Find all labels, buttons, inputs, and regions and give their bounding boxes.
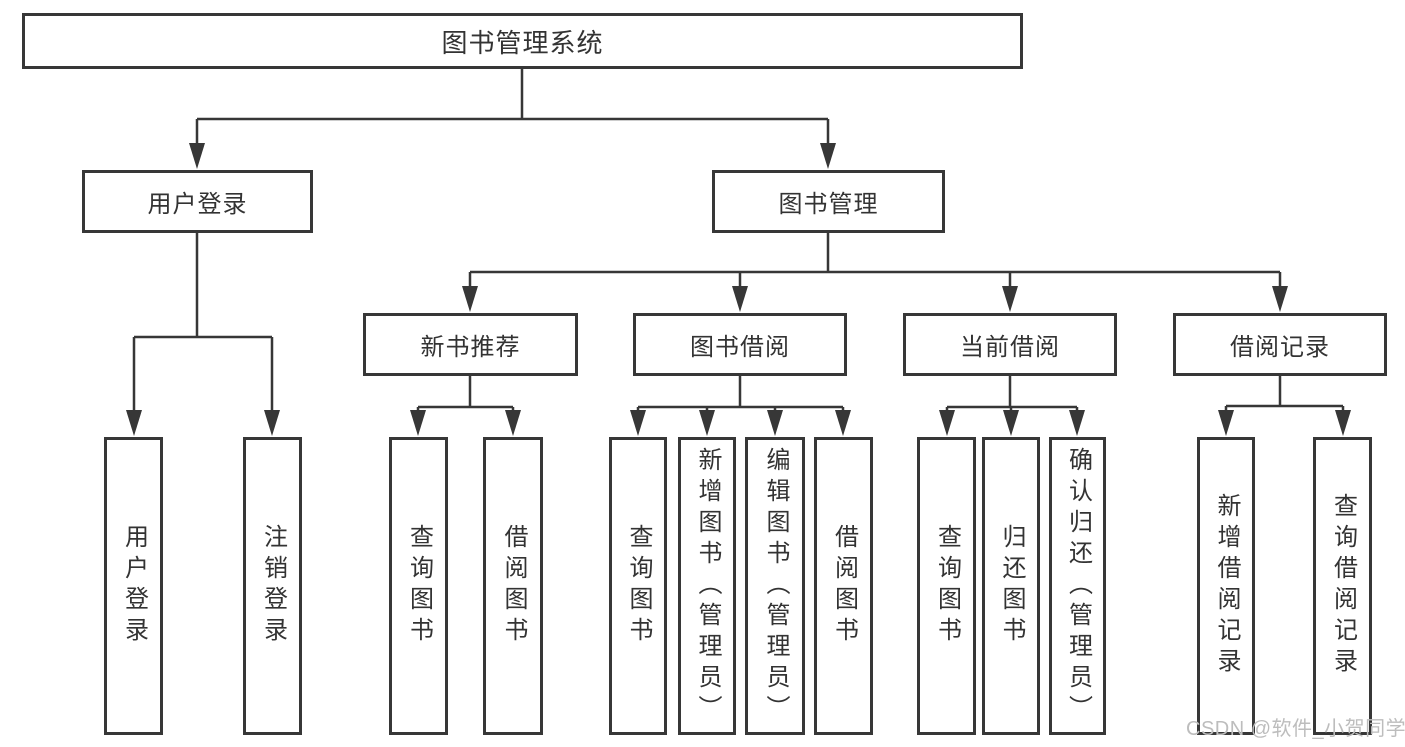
arrowhead: [1003, 410, 1019, 436]
arrowheads: [126, 143, 1351, 436]
arrowhead: [1218, 410, 1234, 436]
arrowhead: [189, 143, 205, 169]
node-book-borrowing: 图书借阅: [633, 313, 847, 376]
arrowhead: [126, 410, 142, 436]
arrowhead: [264, 410, 280, 436]
leaf-query-books-borrowing: 查询图书: [609, 437, 667, 735]
leaf-add-book-admin: 新增图书（管理员）: [678, 437, 736, 735]
leaf-borrow-books-recommend: 借阅图书: [483, 437, 543, 735]
arrowhead: [939, 410, 955, 436]
arrowhead: [835, 410, 851, 436]
arrowhead: [410, 410, 426, 436]
node-library-management-system: 图书管理系统: [22, 13, 1023, 69]
arrowhead: [630, 410, 646, 436]
leaf-add-borrow-record: 新增借阅记录: [1197, 437, 1255, 735]
arrowhead: [1272, 286, 1288, 312]
leaf-user-login: 用户登录: [104, 437, 163, 735]
leaf-edit-book-admin: 编辑图书（管理员）: [745, 437, 805, 735]
leaf-query-books-recommend: 查询图书: [389, 437, 448, 735]
arrowhead: [1069, 410, 1085, 436]
node-book-management: 图书管理: [712, 170, 945, 233]
arrowhead: [732, 286, 748, 312]
arrowhead: [1002, 286, 1018, 312]
arrowhead: [820, 143, 836, 169]
arrowhead: [767, 410, 783, 436]
node-borrowing-records: 借阅记录: [1173, 313, 1387, 376]
arrowhead: [462, 286, 478, 312]
leaf-return-books: 归还图书: [982, 437, 1040, 735]
arrowhead: [699, 410, 715, 436]
arrowhead: [1335, 410, 1351, 436]
node-current-borrowing: 当前借阅: [903, 313, 1117, 376]
node-new-book-recommendation: 新书推荐: [363, 313, 578, 376]
leaf-query-borrow-record: 查询借阅记录: [1313, 437, 1372, 735]
leaf-confirm-return-admin: 确认归还（管理员）: [1049, 437, 1106, 735]
leaf-logout: 注销登录: [243, 437, 302, 735]
leaf-borrow-books-borrowing: 借阅图书: [814, 437, 873, 735]
leaf-query-books-current: 查询图书: [917, 437, 976, 735]
arrowhead: [505, 410, 521, 436]
node-user-login: 用户登录: [82, 170, 313, 233]
watermark-text: CSDN @软件_小贺同学: [1186, 718, 1405, 740]
